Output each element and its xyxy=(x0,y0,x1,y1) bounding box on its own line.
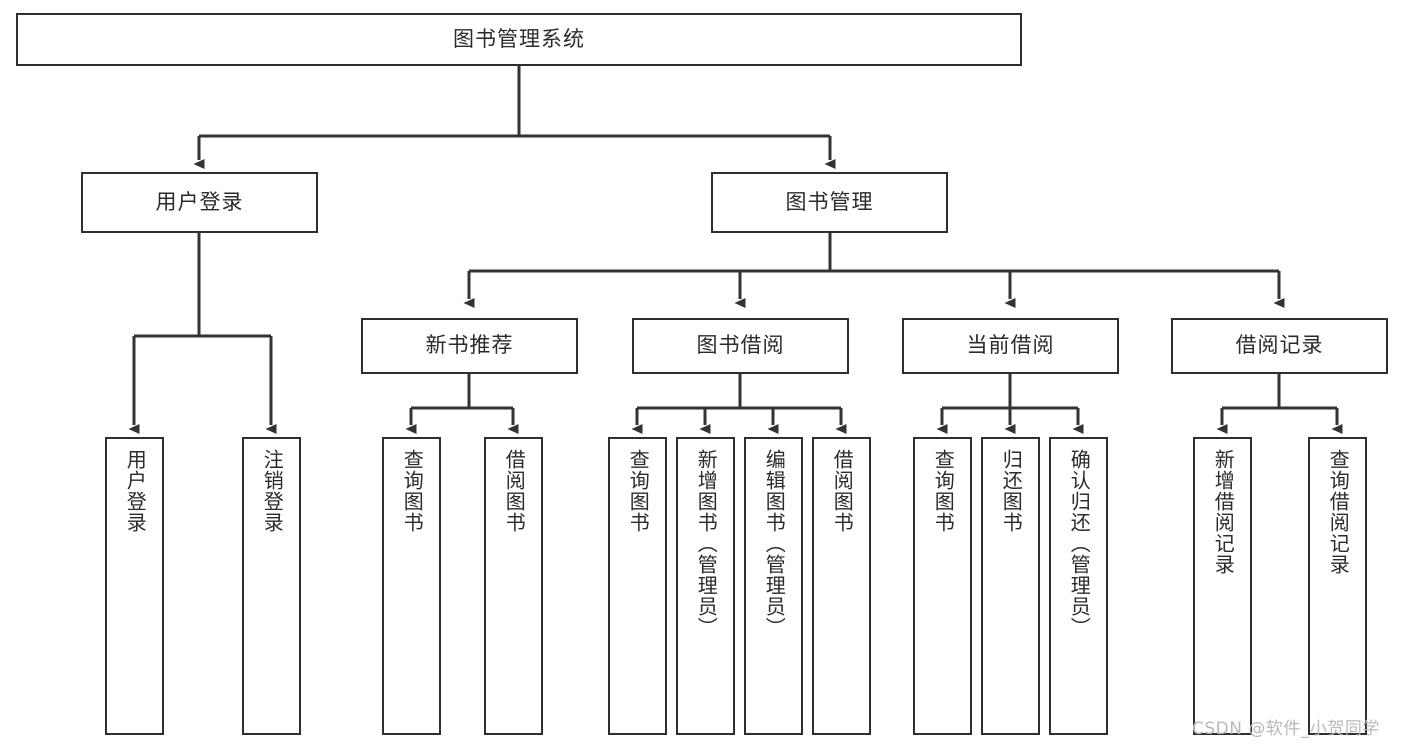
node-label: 查询图书 xyxy=(626,449,651,533)
node-label: 图书借阅 xyxy=(696,333,785,358)
leaf-book-borrow-add[interactable]: 新增图书（管理员） xyxy=(676,437,735,735)
leaf-book-borrow-query[interactable]: 查询图书 xyxy=(608,437,667,735)
node-label: 用户登录 xyxy=(155,189,244,214)
leaf-current-borrow-return[interactable]: 归还图书 xyxy=(981,437,1040,735)
node-new-book-recommend[interactable]: 新书推荐 xyxy=(361,318,578,374)
leaf-user-login-login[interactable]: 用户登录 xyxy=(105,437,164,735)
node-label: 借阅图书 xyxy=(830,449,855,533)
node-label: 图书管理系统 xyxy=(453,26,585,51)
node-label: 确认归还（管理员） xyxy=(1067,449,1092,638)
node-label: 新书推荐 xyxy=(425,333,514,358)
node-label: 归还图书 xyxy=(999,449,1024,533)
node-current-borrow[interactable]: 当前借阅 xyxy=(902,318,1119,374)
csdn-watermark: CSDN @软件_小贺同学 xyxy=(1192,719,1380,739)
node-label: 用户登录 xyxy=(123,449,148,533)
node-label: 查询图书 xyxy=(931,449,956,533)
leaf-book-borrow-borrow[interactable]: 借阅图书 xyxy=(812,437,871,735)
node-label: 编辑图书（管理员） xyxy=(762,449,787,638)
node-root-book-management-system[interactable]: 图书管理系统 xyxy=(16,13,1022,66)
node-borrow-record[interactable]: 借阅记录 xyxy=(1171,318,1388,374)
node-label: 查询图书 xyxy=(400,449,425,533)
leaf-current-borrow-confirm-return[interactable]: 确认归还（管理员） xyxy=(1049,437,1108,735)
leaf-borrow-record-add[interactable]: 新增借阅记录 xyxy=(1193,437,1252,735)
node-label: 借阅图书 xyxy=(502,449,527,533)
node-label: 查询借阅记录 xyxy=(1326,449,1351,575)
leaf-new-book-query[interactable]: 查询图书 xyxy=(382,437,441,735)
node-book-management[interactable]: 图书管理 xyxy=(711,172,948,233)
leaf-borrow-record-query[interactable]: 查询借阅记录 xyxy=(1308,437,1367,735)
node-user-login[interactable]: 用户登录 xyxy=(81,172,318,233)
node-label: 当前借阅 xyxy=(966,333,1055,358)
leaf-current-borrow-query[interactable]: 查询图书 xyxy=(913,437,972,735)
node-label: 新增借阅记录 xyxy=(1211,449,1236,575)
node-label: 注销登录 xyxy=(260,449,285,533)
leaf-book-borrow-edit[interactable]: 编辑图书（管理员） xyxy=(744,437,803,735)
leaf-user-login-logout[interactable]: 注销登录 xyxy=(242,437,301,735)
node-label: 新增图书（管理员） xyxy=(694,449,719,638)
leaf-new-book-borrow[interactable]: 借阅图书 xyxy=(484,437,543,735)
node-label: 借阅记录 xyxy=(1235,333,1324,358)
node-label: 图书管理 xyxy=(785,189,874,214)
node-book-borrow[interactable]: 图书借阅 xyxy=(632,318,849,374)
